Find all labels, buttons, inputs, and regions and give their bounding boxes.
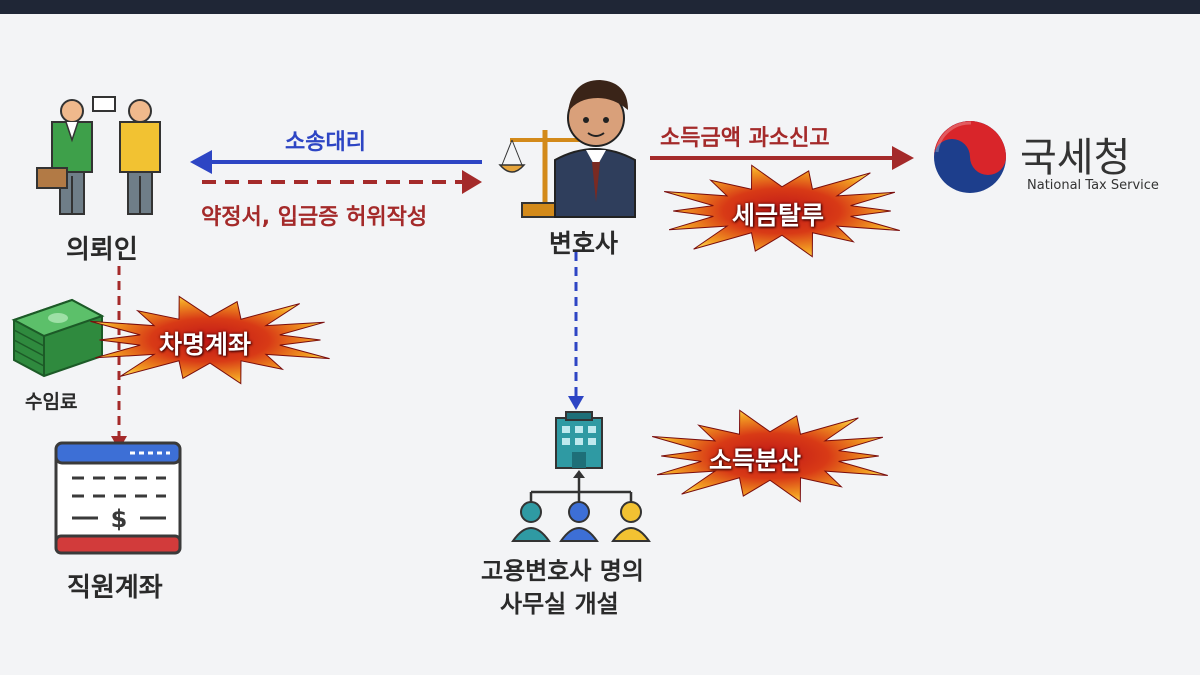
- employee-account-label: 직원계좌: [67, 573, 163, 603]
- ledger-icon: $: [54, 441, 182, 555]
- burst-tax-evasion-label: 세금탈루: [732, 201, 825, 230]
- burst-tax-evasion-shape: [664, 164, 900, 258]
- money-icon: [11, 298, 105, 378]
- lawyer-label: 변호사: [549, 229, 619, 258]
- litigation-label: 소송대리: [285, 130, 366, 155]
- burst-borrowed-account-label: 차명계좌: [159, 330, 252, 359]
- nts-name-en: National Tax Service: [1027, 178, 1159, 193]
- fee-label: 수임료: [25, 391, 78, 413]
- burst-income-split-label: 소득분산: [709, 446, 802, 475]
- client-label: 의뢰인: [66, 235, 138, 265]
- office-org-icon: [511, 411, 651, 542]
- nts-name-ko: 국세청: [1020, 135, 1131, 181]
- burst-income-split-shape: [652, 409, 888, 503]
- office-label-line2: 사무실 개설: [500, 590, 619, 618]
- false-docs-label: 약정서, 입금증 허위작성: [201, 205, 428, 230]
- lawyer-icon: [498, 80, 636, 218]
- svg-text:$: $: [111, 505, 128, 533]
- under-report-label: 소득금액 과소신고: [660, 126, 830, 151]
- office-label-line1: 고용변호사 명의: [481, 557, 644, 585]
- nts-logo: [934, 121, 1006, 193]
- client-icon: [36, 96, 161, 215]
- burst-borrowed-account-shape: [90, 295, 330, 385]
